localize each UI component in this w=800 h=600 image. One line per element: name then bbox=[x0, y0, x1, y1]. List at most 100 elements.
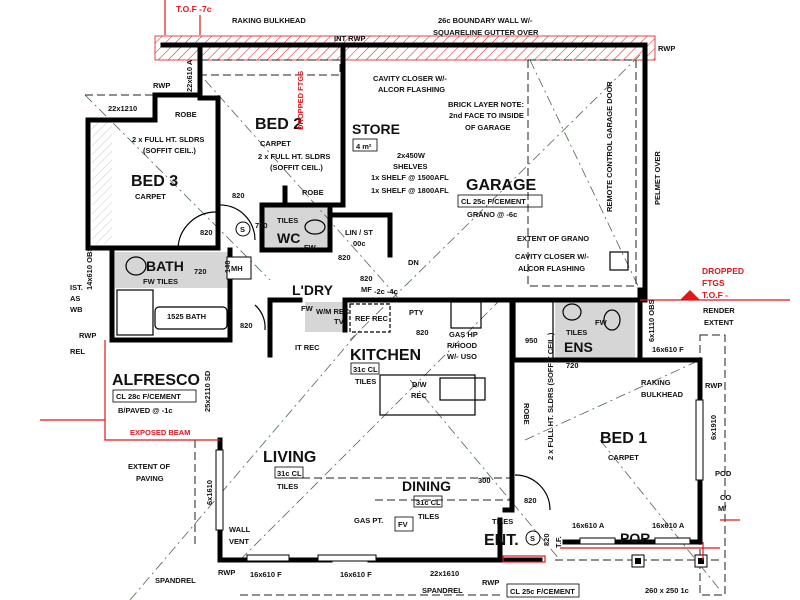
labels: T.O.F -7c RAKING BULKHEAD INT RWP 26c BO… bbox=[70, 4, 744, 598]
kitchen-island bbox=[379, 374, 476, 416]
floor-label: CL 25c F/CEMENT bbox=[510, 587, 575, 596]
render-label: EXTENT bbox=[704, 318, 734, 327]
shelves-label: 1x SHELF @ 1800AFL bbox=[371, 186, 449, 195]
inst-label: IST. bbox=[70, 283, 83, 292]
extent-grano-label: EXTENT OF GRANO bbox=[517, 234, 589, 243]
brick-note: 2nd FACE TO INSIDE bbox=[449, 111, 524, 120]
window-label: 16x610 A bbox=[652, 521, 685, 530]
soffit-label: (SOFFIT CEIL.) bbox=[143, 146, 196, 155]
rwp-label: RWP bbox=[218, 568, 235, 577]
fixtures bbox=[116, 204, 708, 568]
door-size: 950 bbox=[525, 336, 538, 345]
smoke-detector-icon: S bbox=[240, 225, 245, 234]
spandrel-label: REL bbox=[70, 347, 85, 356]
wall-vent-label: VENT bbox=[229, 537, 249, 546]
sliders-label: 2 x FULL HT. SLDRS (SOFFIT CEIL.) bbox=[546, 332, 555, 460]
tiles-label: TILES bbox=[492, 517, 513, 526]
floor-label: 31c CL bbox=[277, 469, 302, 478]
window-label: 16x610 A bbox=[572, 521, 605, 530]
window-label: 16x610 F bbox=[340, 570, 372, 579]
fridge-recess bbox=[349, 303, 391, 333]
raking-bulkhead-label: RAKING BULKHEAD bbox=[232, 16, 306, 25]
door-size: 720 bbox=[194, 267, 207, 276]
exposed-beam-label: EXPOSED BEAM bbox=[130, 428, 190, 437]
floor-label: CARPET bbox=[608, 453, 639, 462]
tof-label: T.O.F -7c bbox=[176, 4, 212, 14]
rwp-label: RWP bbox=[153, 81, 170, 90]
dropped-ftgs-label: T.O.F - bbox=[702, 290, 728, 300]
tiles-label: TILES bbox=[355, 377, 376, 386]
post-1 bbox=[609, 251, 629, 271]
alcor-flashing-label: ALCOR FLASHING bbox=[378, 85, 445, 94]
fv-label: FV bbox=[398, 520, 408, 529]
dropped-ftgs-label: FTGS bbox=[702, 278, 725, 288]
ens-shower bbox=[514, 299, 554, 361]
room-garage: GARAGE bbox=[466, 177, 537, 194]
pantry-label: PTY bbox=[409, 308, 424, 317]
extent-paving-label: EXTENT OF bbox=[128, 462, 171, 471]
room-laundry: L'DRY bbox=[292, 282, 334, 298]
walls bbox=[85, 42, 704, 563]
int-rwp-label: INT RWP bbox=[334, 34, 366, 43]
tiles-label: TILES bbox=[277, 482, 298, 491]
dim-label: 300 bbox=[478, 476, 491, 485]
extent-paving-label: PAVING bbox=[136, 474, 164, 483]
rwp-label: RWP bbox=[705, 381, 722, 390]
room-store: STORE bbox=[352, 121, 400, 137]
garage-door-label: REMOTE CONTROL GARAGE DOOR bbox=[605, 81, 614, 212]
spandrel-label: SPANDREL bbox=[155, 576, 196, 585]
ens-basin bbox=[562, 303, 582, 321]
boundary-wall-label-2: SQUARELINE GUTTER OVER bbox=[433, 28, 539, 37]
floor-label: CARPET bbox=[135, 192, 166, 201]
boundary-wall-label: 26c BOUNDARY WALL W/- bbox=[438, 16, 533, 25]
window-label: 22x610 A bbox=[185, 59, 194, 92]
dropped-ftgs-label: DROPPED FTGS bbox=[296, 71, 305, 130]
shelves-label: 2x450W bbox=[397, 151, 426, 160]
robe-label: ROBE bbox=[302, 188, 324, 197]
spandrel-label: SPANDREL bbox=[422, 586, 463, 595]
door-size: 720 bbox=[255, 221, 268, 230]
cavity-closer-label: CAVITY CLOSER W/- bbox=[515, 252, 589, 261]
brick-note: OF GARAGE bbox=[465, 123, 510, 132]
bath-label: 1525 BATH bbox=[167, 312, 206, 321]
gas-point-label: GAS PT. bbox=[354, 516, 383, 525]
door-label: 25x2110 SD bbox=[203, 370, 212, 412]
room-ensuite: ENS bbox=[564, 339, 593, 355]
window-label: 16x610 F bbox=[250, 570, 282, 579]
door-size: 820 bbox=[416, 328, 429, 337]
tiles-label: FW TILES bbox=[143, 277, 178, 286]
uso-label: W/- USO bbox=[447, 352, 477, 361]
it-rec-label: IT REC bbox=[295, 343, 320, 352]
red-annotations bbox=[40, 0, 790, 563]
mf-label: MF bbox=[361, 285, 372, 294]
window-label: 22x1210 bbox=[108, 104, 137, 113]
boundary-wall-hatch bbox=[154, 35, 656, 61]
tiles-label: TILES bbox=[566, 328, 587, 337]
sliders-label: 2 x FULL HT. SLDRS bbox=[132, 135, 204, 144]
window-label: 14x610 OBS bbox=[85, 247, 94, 290]
inst-label: WB bbox=[70, 305, 83, 314]
ens-toilet bbox=[603, 309, 621, 331]
pod-label: POD bbox=[715, 469, 732, 478]
fw-label: FW bbox=[301, 304, 314, 313]
room-alfresco: ALFRESCO bbox=[112, 372, 200, 389]
shelves-label: SHELVES bbox=[393, 162, 427, 171]
smoke-detector-icon: S bbox=[530, 534, 535, 543]
floor-label: CARPET bbox=[260, 139, 291, 148]
fw-label: FW bbox=[304, 243, 317, 252]
dw-label: D/W bbox=[412, 380, 428, 389]
manhole-label: MH bbox=[231, 264, 243, 273]
floor-label: 31c CL bbox=[416, 498, 441, 507]
meter-label: M/ bbox=[718, 504, 727, 513]
room-dining: DINING bbox=[402, 478, 451, 494]
shower bbox=[116, 289, 154, 336]
robe-label: ROBE bbox=[522, 403, 531, 425]
window-label: 22x1610 bbox=[430, 569, 459, 578]
store-area: 4 m² bbox=[356, 142, 372, 151]
rwp-label: RWP bbox=[79, 331, 96, 340]
dropped-ftgs-label: DROPPED bbox=[702, 266, 744, 276]
rwp-label: RWP bbox=[482, 578, 499, 587]
level-label: 00c bbox=[353, 239, 366, 248]
dw-label: REC bbox=[411, 391, 427, 400]
